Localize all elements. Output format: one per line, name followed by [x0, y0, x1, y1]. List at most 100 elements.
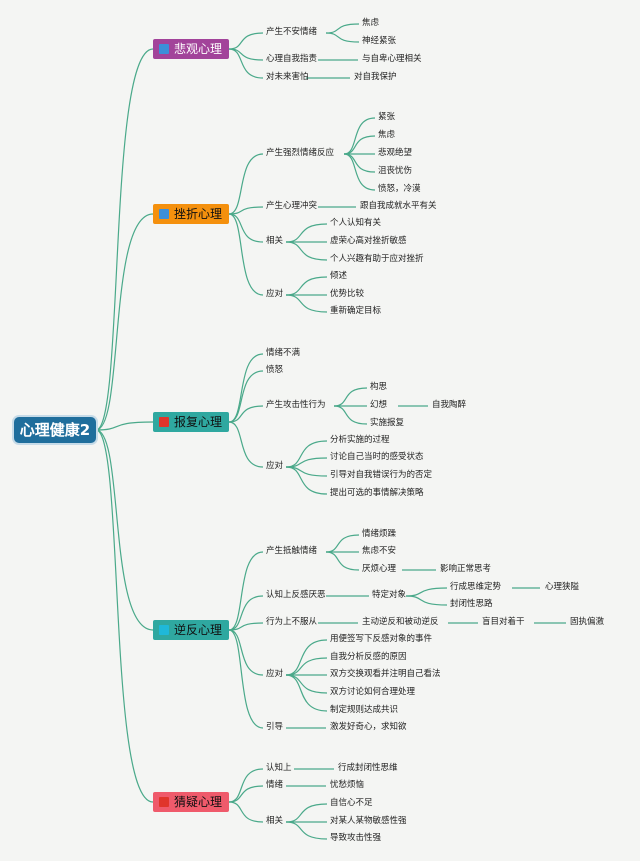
node-n56[interactable]: 引导	[266, 722, 284, 732]
connector	[228, 785, 264, 803]
node-n27[interactable]: 构思	[370, 382, 388, 392]
node-n30[interactable]: 实施报复	[370, 418, 405, 428]
node-n3[interactable]: 神经紧张	[362, 36, 397, 46]
node-n18[interactable]: 虚荣心高对挫折敏感	[330, 236, 407, 246]
node-n42[interactable]: 特定对象	[372, 590, 407, 600]
node-n36[interactable]: 产生抵触情绪	[266, 546, 318, 556]
node-n54[interactable]: 双方讨论如何合理处理	[330, 687, 416, 697]
node-n5[interactable]: 与自卑心理相关	[362, 54, 422, 64]
connector	[228, 768, 264, 803]
node-n8[interactable]: 产生强烈情绪反应	[266, 148, 335, 158]
node-n25[interactable]: 愤怒	[266, 365, 284, 375]
connector	[405, 587, 448, 597]
node-n32[interactable]: 分析实施的过程	[330, 435, 390, 445]
node-n23[interactable]: 重新确定目标	[330, 306, 382, 316]
node-n22[interactable]: 优势比较	[330, 289, 365, 299]
node-n24[interactable]: 情绪不满	[266, 348, 301, 358]
connector	[285, 440, 328, 468]
connector	[325, 32, 360, 43]
node-n38[interactable]: 焦虑不安	[362, 546, 397, 556]
branch-pessimism[interactable]: 悲观心理	[153, 39, 229, 59]
node-n50[interactable]: 应对	[266, 669, 284, 679]
connector	[285, 639, 328, 676]
node-n55[interactable]: 制定规则达成共识	[330, 705, 399, 715]
node-n41[interactable]: 认知上反感厌恶	[266, 590, 326, 600]
connector	[228, 206, 264, 215]
node-n62[interactable]: 相关	[266, 816, 284, 826]
connector	[285, 821, 328, 840]
node-n9[interactable]: 紧张	[378, 112, 396, 122]
node-n28[interactable]: 幻想	[370, 400, 388, 410]
connector	[325, 551, 360, 571]
node-n6[interactable]: 对未来害怕	[266, 72, 309, 82]
node-n15[interactable]: 跟自我成就水平有关	[360, 201, 437, 211]
connector	[228, 551, 264, 631]
node-n20[interactable]: 应对	[266, 289, 284, 299]
node-n29[interactable]: 自我陶醉	[432, 400, 467, 410]
node-n64[interactable]: 对某人某物敏感性强	[330, 816, 407, 826]
node-n37[interactable]: 情绪烦躁	[362, 529, 397, 539]
node-n10[interactable]: 焦虑	[378, 130, 396, 140]
connector	[228, 629, 264, 676]
node-n46[interactable]: 行为上不服从	[266, 617, 318, 627]
node-n26[interactable]: 产生攻击性行为	[266, 400, 326, 410]
branch-frustration[interactable]: 挫折心理	[153, 204, 229, 224]
node-n40[interactable]: 影响正常思考	[440, 564, 492, 574]
node-n43[interactable]: 行成思维定势	[450, 582, 502, 592]
node-n63[interactable]: 自信心不足	[330, 798, 373, 808]
connector	[228, 32, 264, 50]
node-n53[interactable]: 双方交换观看并注明自己看法	[330, 669, 441, 679]
node-n33[interactable]: 讨论自己当时的感受状态	[330, 452, 424, 462]
node-n52[interactable]: 自我分析反感的原因	[330, 652, 407, 662]
node-n14[interactable]: 产生心理冲突	[266, 201, 318, 211]
connector	[405, 595, 448, 606]
branch-suspicion[interactable]: 猜疑心理	[153, 792, 229, 812]
branch-revenge[interactable]: 报复心理	[153, 412, 229, 432]
node-n60[interactable]: 情绪	[266, 780, 284, 790]
connector	[285, 466, 328, 495]
node-n2[interactable]: 焦虑	[362, 18, 380, 28]
node-n11[interactable]: 悲观绝望	[378, 148, 413, 158]
connector	[285, 803, 328, 823]
connector	[343, 135, 376, 155]
node-n51[interactable]: 用便签写下反感对象的事件	[330, 634, 433, 644]
node-n34[interactable]: 引导对自我错误行为的否定	[330, 470, 433, 480]
node-n45[interactable]: 封闭性思路	[450, 599, 493, 609]
node-n39[interactable]: 厌烦心理	[362, 564, 397, 574]
node-n7[interactable]: 对自我保护	[354, 72, 397, 82]
node-n13[interactable]: 愤怒，冷漠	[378, 184, 421, 194]
branch-label: 猜疑心理	[174, 795, 223, 809]
connector	[95, 213, 154, 431]
node-n35[interactable]: 提出可选的事情解决策略	[330, 488, 424, 498]
connector	[325, 534, 360, 553]
branch-label: 挫折心理	[174, 207, 223, 221]
connector	[95, 421, 154, 431]
node-n21[interactable]: 倾述	[330, 271, 348, 281]
connector	[333, 387, 368, 407]
red-square-icon	[159, 417, 169, 427]
connector	[95, 429, 154, 803]
node-n16[interactable]: 相关	[266, 236, 284, 246]
connector	[285, 223, 328, 243]
node-n48[interactable]: 盲目对着干	[482, 617, 525, 627]
node-n12[interactable]: 沮丧忧伤	[378, 166, 413, 176]
node-n47[interactable]: 主动逆反和被动逆反	[362, 617, 439, 627]
node-n4[interactable]: 心理自我指责	[266, 54, 318, 64]
root-topic[interactable]: 心理健康2	[14, 417, 96, 443]
node-n61[interactable]: 忧愁烦恼	[330, 780, 365, 790]
connector	[228, 801, 264, 823]
node-n58[interactable]: 认知上	[266, 763, 292, 773]
connector	[228, 353, 264, 423]
node-n17[interactable]: 个人认知有关	[330, 218, 382, 228]
node-n19[interactable]: 个人兴趣有助于应对挫折	[330, 254, 424, 264]
node-n1[interactable]: 产生不安情绪	[266, 27, 318, 37]
node-n65[interactable]: 导致攻击性强	[330, 833, 382, 843]
branch-rebellion[interactable]: 逆反心理	[153, 620, 229, 640]
node-n57[interactable]: 激发好奇心，求知欲	[330, 722, 407, 732]
node-n31[interactable]: 应对	[266, 461, 284, 471]
connector	[285, 674, 328, 712]
node-n44[interactable]: 心理狭隘	[545, 582, 580, 592]
node-n49[interactable]: 固执偏激	[570, 617, 605, 627]
node-n59[interactable]: 行成封闭性思维	[338, 763, 398, 773]
